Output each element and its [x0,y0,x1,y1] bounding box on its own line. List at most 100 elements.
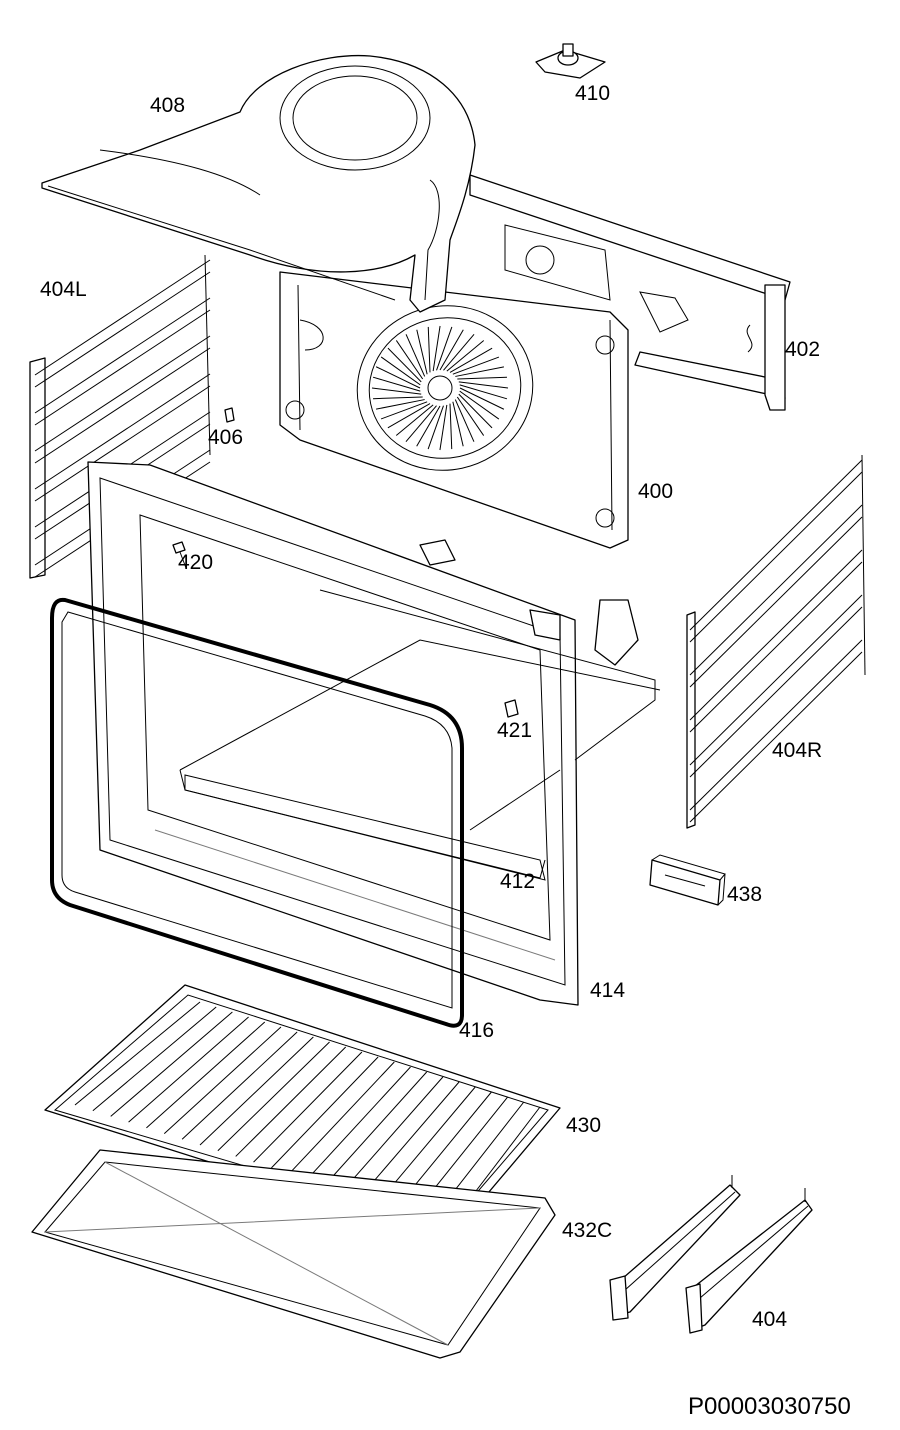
fan-spoke [446,340,485,372]
part-416-door-seal[interactable] [50,597,464,1028]
fan-spoke [405,405,437,442]
part-406-clip[interactable] [224,407,235,423]
fan-spoke [427,405,444,450]
fan-spoke [371,387,422,395]
fan-spoke [459,387,505,410]
rack-wire [146,1021,266,1129]
fan-spoke [443,334,475,371]
label-412: 412 [500,870,535,893]
part-412-inner-frame[interactable] [179,769,546,879]
left-rail [34,347,211,464]
left-rail [34,335,211,452]
part-404-telescopic-runners[interactable] [609,1175,813,1334]
left-rail [34,259,211,376]
right-rail [861,454,866,676]
rack-wire [181,1031,298,1140]
part-438-bracket[interactable] [649,854,726,906]
fan-spoke [456,396,485,436]
label-420: 420 [178,551,213,574]
right-rail [689,549,863,721]
left-rail [204,254,211,456]
label-416: 416 [459,1019,494,1042]
part-400-back-panel[interactable] [279,245,629,549]
rack-wire [128,1016,249,1123]
fan-spoke [387,347,422,383]
fan-spoke [454,399,475,442]
right-rail [689,594,863,766]
label-404L: 404L [40,278,87,301]
fan-spoke [439,404,448,451]
fan-spoke [449,403,453,450]
rack-wire [110,1011,233,1117]
rack-wire [253,1051,363,1163]
rack-wire [235,1046,347,1157]
rack-wire [342,1076,444,1192]
label-438: 438 [727,883,762,906]
rack-wire [199,1036,314,1146]
right-rail [689,639,863,811]
label-410: 410 [575,82,610,105]
fan-spoke [449,347,493,373]
part-420-screw[interactable] [172,541,187,569]
fan-spoke [439,329,464,371]
left-rail [34,297,211,414]
part-402-rear-bracket[interactable] [469,174,791,411]
rack-wire [74,1001,201,1106]
right-rail [689,606,863,778]
fan-spoke [416,405,441,447]
label-414: 414 [590,979,625,1002]
right-rail [689,459,863,631]
right-rail [689,471,863,643]
right-rail [689,651,863,823]
fan-spoke [375,399,425,410]
part-410-mount[interactable] [535,43,606,79]
label-402: 402 [785,338,820,361]
right-rail [689,516,863,688]
fan-spoke [432,325,441,372]
part-408-top-cover[interactable] [41,54,476,313]
fan-spoke [387,403,431,429]
rack-wire [92,1006,217,1112]
label-404: 404 [752,1308,787,1331]
part-414-front-frame[interactable] [87,461,661,1006]
fan-spoke [457,376,507,380]
part-421-lamp[interactable] [504,699,519,718]
part-430-wire-rack[interactable] [44,984,561,1239]
rack-wire [288,1061,395,1174]
left-rail [34,309,211,426]
right-rail [689,504,863,676]
fan-spoke [458,381,509,389]
rack-wire [163,1026,282,1134]
fan-spoke [452,401,464,447]
left-rail [34,385,211,502]
right-rail [689,561,863,733]
fan-spoke [416,329,428,375]
drawing-code: P00003030750 [688,1393,851,1420]
fan-spoke [380,356,421,386]
fan-spoke [459,384,508,400]
label-430: 430 [566,1114,601,1137]
rack-wire [360,1081,460,1197]
part-404R-right-shelf-support[interactable] [686,454,866,829]
left-rail [34,373,211,490]
fan-spoke [395,404,434,436]
fan-spoke [436,326,453,371]
label-404R: 404R [772,739,822,762]
label-432C: 432C [562,1219,612,1242]
fan-spoke [427,326,431,373]
fan-spoke [458,393,493,429]
fan-spoke [375,366,421,389]
fan-spoke [380,401,428,420]
rack-wire [271,1056,379,1169]
label-406: 406 [208,426,243,449]
label-421: 421 [497,719,532,742]
left-rail [34,271,211,388]
fan-spoke [452,356,500,375]
part-432C-baking-tray[interactable] [31,1149,556,1359]
label-400: 400 [638,480,673,503]
fan-spoke [455,366,505,377]
rack-wire [217,1041,330,1152]
label-408: 408 [150,94,185,117]
fan-spoke [459,390,500,420]
